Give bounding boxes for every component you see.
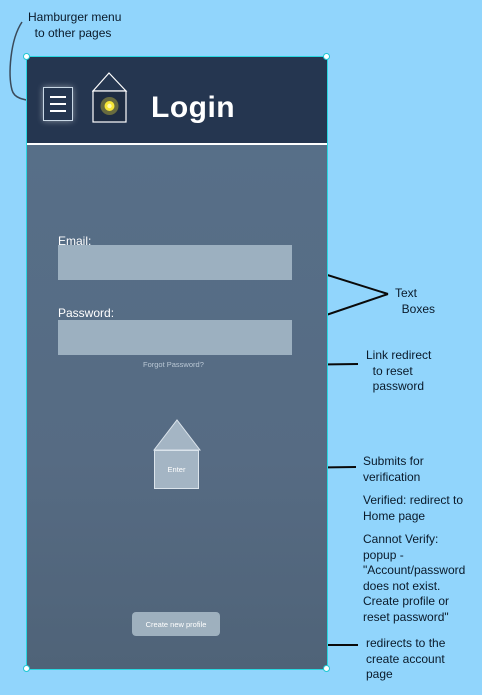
annotation-create-profile: redirects to the create account page [366, 636, 446, 681]
annotation-verified: Verified: redirect to Home page [363, 493, 464, 523]
annotation-submit: Submits for verification [363, 454, 424, 484]
enter-button-group: Enter [153, 418, 201, 492]
email-label: Email: [58, 234, 92, 248]
hamburger-menu-icon[interactable] [43, 87, 73, 121]
selection-handle-top-left [23, 53, 30, 60]
enter-button[interactable]: Enter [154, 450, 199, 489]
forgot-password-link[interactable]: Forgot Password? [143, 360, 204, 369]
password-field[interactable] [58, 320, 292, 355]
page-title: Login [151, 91, 236, 124]
selection-handle-top-right [323, 53, 330, 60]
selection-handle-bottom-right [323, 665, 330, 672]
login-form-panel: Email: Password: Forgot Password? Enter … [27, 145, 327, 669]
annotation-forgot-link: Link redirect to reset password [366, 348, 432, 393]
email-field[interactable] [58, 245, 292, 280]
house-roof-icon [153, 419, 201, 451]
phone-screen-frame: Login Email: Password: Forgot Password? … [23, 53, 330, 672]
annotation-text-boxes: Text Boxes [395, 286, 436, 316]
annotation-hamburger: Hamburger menu to other pages [28, 10, 122, 40]
annotation-cannot-verify: Cannot Verify: popup - "Account/password… [363, 532, 466, 624]
password-label: Password: [58, 306, 115, 320]
app-header: Login [27, 57, 327, 145]
selection-handle-bottom-left [23, 665, 30, 672]
house-with-light-icon [92, 72, 128, 123]
create-profile-button[interactable]: Create new profile [132, 612, 220, 636]
